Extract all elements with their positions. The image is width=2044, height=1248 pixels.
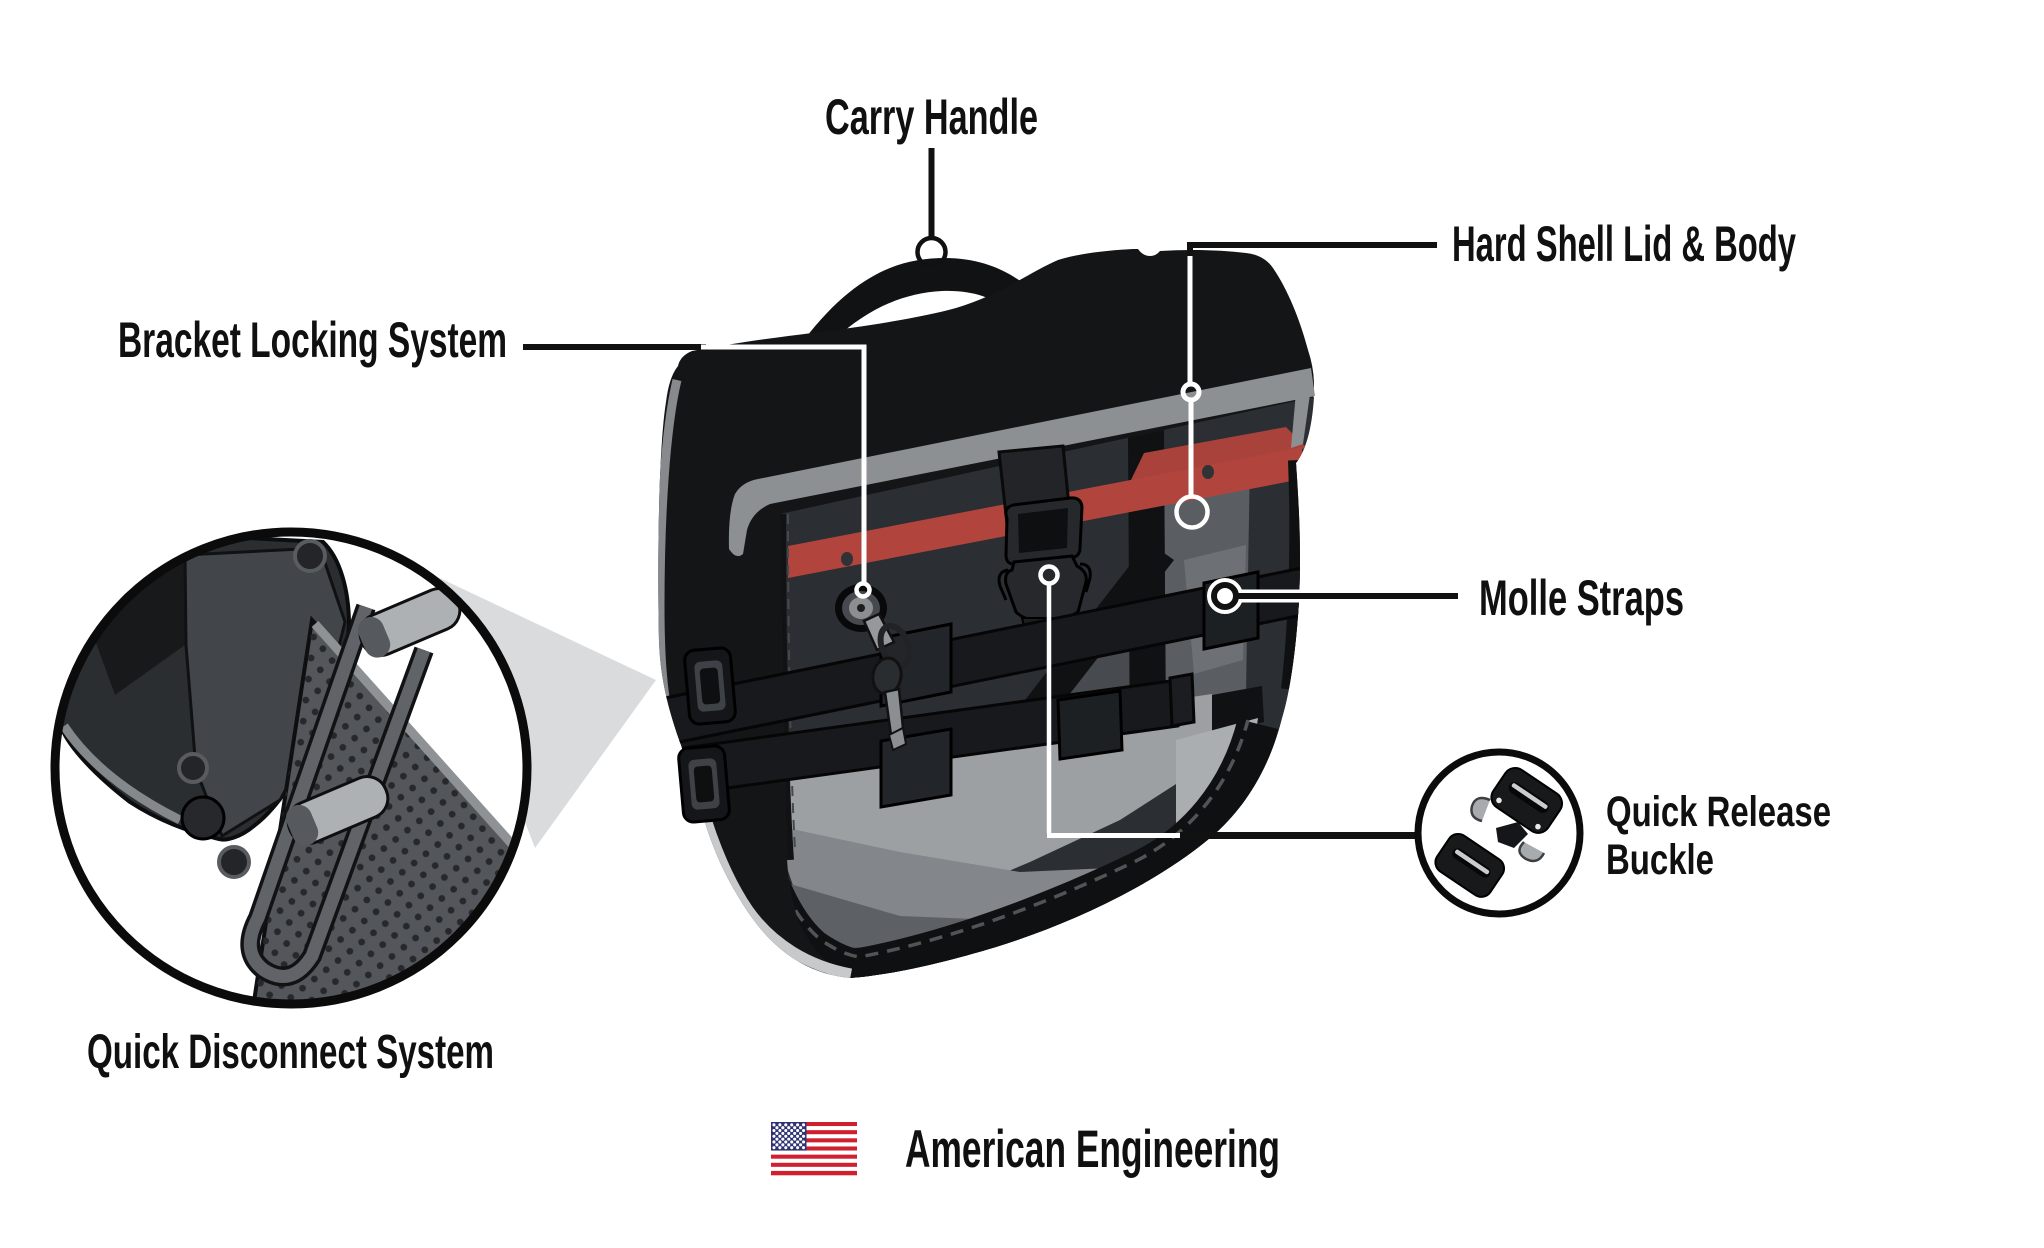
svg-text:Carry Handle: Carry Handle xyxy=(825,89,1038,145)
svg-text:Quick Disconnect System: Quick Disconnect System xyxy=(87,1026,494,1079)
svg-text:Molle Straps: Molle Straps xyxy=(1479,570,1684,626)
svg-text:Hard Shell Lid & Body: Hard Shell Lid & Body xyxy=(1452,216,1796,272)
svg-text:Quick Release: Quick Release xyxy=(1606,788,1831,836)
svg-text:American Engineering: American Engineering xyxy=(905,1120,1280,1179)
svg-text:Bracket Locking System: Bracket Locking System xyxy=(118,312,507,368)
svg-text:Buckle: Buckle xyxy=(1606,836,1714,884)
